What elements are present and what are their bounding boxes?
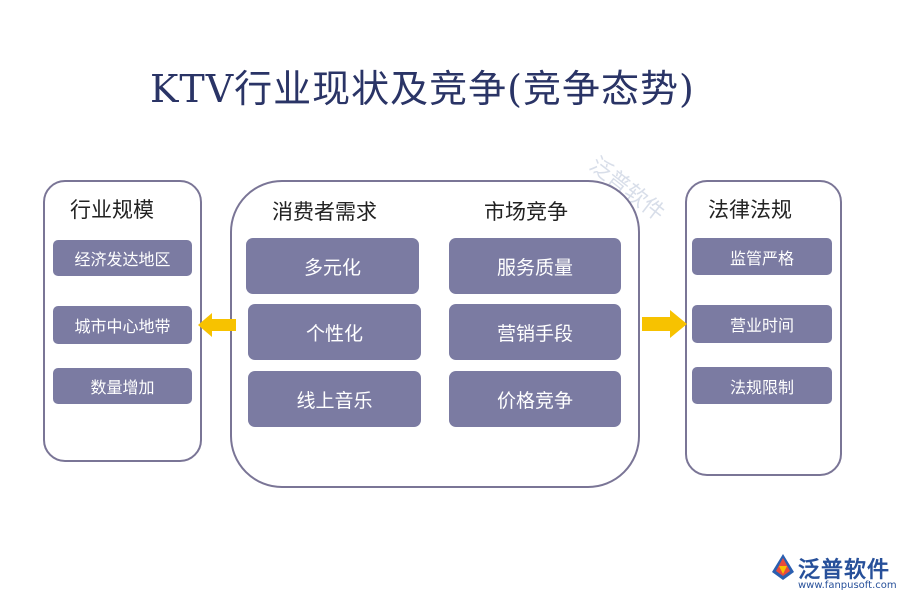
consumer-item-box: 线上音乐 xyxy=(248,371,421,427)
right-item-label: 营业时间 xyxy=(729,316,794,335)
page-title: KTV行业现状及竞争(竞争态势) xyxy=(150,67,695,111)
market-item-label: 价格竞争 xyxy=(496,389,573,412)
right-item-box: 监管严格 xyxy=(692,238,832,275)
fanpu-logo-icon xyxy=(772,554,794,580)
market-item-box: 价格竞争 xyxy=(449,371,621,427)
consumer-item-label: 个性化 xyxy=(305,322,363,345)
consumer-item-box: 多元化 xyxy=(246,238,419,294)
left-item-label: 城市中心地带 xyxy=(74,317,171,336)
fanpu-logo: 泛普软件 www.fanpusoft.com xyxy=(770,552,897,596)
consumer-item-label: 多元化 xyxy=(303,256,361,279)
left-item-box: 数量增加 xyxy=(53,368,192,404)
left-item-box: 经济发达地区 xyxy=(53,240,192,276)
consumer-item-label: 线上音乐 xyxy=(296,389,373,412)
right-item-label: 监管严格 xyxy=(729,248,794,268)
market-item-label: 服务质量 xyxy=(496,256,573,279)
right-item-label: 法规限制 xyxy=(729,377,794,397)
consumer-item-box: 个性化 xyxy=(248,304,421,360)
market-item-label: 营销手段 xyxy=(496,322,573,345)
logo-name: 泛普软件 xyxy=(798,558,891,583)
right-item-box: 营业时间 xyxy=(692,305,832,343)
market-item-box: 营销手段 xyxy=(449,304,621,360)
left-item-label: 数量增加 xyxy=(90,378,155,397)
left-item-label: 经济发达地区 xyxy=(74,250,171,269)
laws-regulations-heading: 法律法规 xyxy=(708,198,792,222)
consumer-demand-heading: 消费者需求 xyxy=(272,200,377,224)
left-item-box: 城市中心地带 xyxy=(53,306,192,344)
right-arrow-icon xyxy=(642,310,687,338)
industry-scale-heading: 行业规模 xyxy=(70,198,154,222)
logo-url: www.fanpusoft.com xyxy=(798,580,897,591)
left-arrow-icon xyxy=(198,313,236,337)
market-item-box: 服务质量 xyxy=(449,238,621,294)
market-competition-heading: 市场竞争 xyxy=(484,200,568,224)
right-item-box: 法规限制 xyxy=(692,367,832,404)
